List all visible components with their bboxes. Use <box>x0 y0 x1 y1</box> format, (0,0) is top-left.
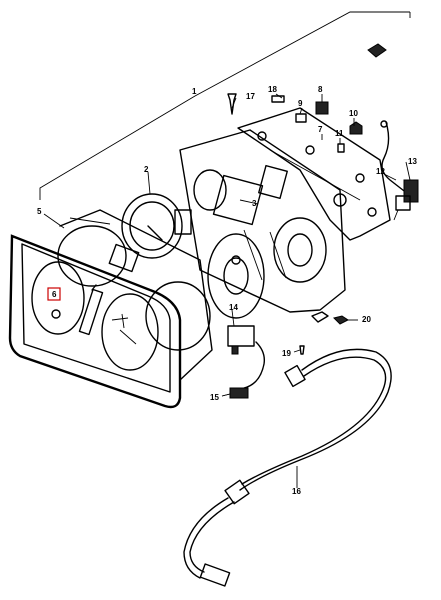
callout-9: 9 <box>298 99 303 108</box>
callout-20: 20 <box>362 315 371 324</box>
callout-16: 16 <box>292 487 301 496</box>
screw-17 <box>227 93 237 115</box>
callout-6: 6 <box>52 290 57 299</box>
callout-7: 7 <box>318 125 323 134</box>
assembly-bracket-1 <box>39 11 411 200</box>
clip-18 <box>271 95 285 103</box>
callout-5: 5 <box>37 207 42 216</box>
clip-20 <box>311 311 349 325</box>
callout-10: 10 <box>349 109 358 118</box>
connector-15 <box>221 387 249 399</box>
callout-12: 12 <box>376 167 385 176</box>
callout-14: 14 <box>229 303 238 312</box>
speedometer-cable-16 <box>183 348 392 587</box>
callout-13: 13 <box>408 157 417 166</box>
gauge-housing <box>57 209 213 381</box>
front-bezel-5 <box>8 234 182 409</box>
back-case-7 <box>237 107 391 241</box>
callout-11: 11 <box>335 129 344 138</box>
bulb-11 <box>337 143 345 153</box>
dial-plate-2 <box>121 193 192 259</box>
callout-1: 1 <box>192 87 197 96</box>
bulb-socket-8 <box>315 101 329 115</box>
callout-leaders <box>43 93 411 488</box>
connector-part-top-right <box>367 43 387 58</box>
bulb-9 <box>295 113 307 123</box>
circuit-board-14 <box>207 233 266 389</box>
callout-17: 17 <box>246 92 255 101</box>
callout-labels: 1 2 3 5 6 7 8 9 10 11 12 13 14 15 16 17 … <box>37 85 417 496</box>
socket-10 <box>349 121 363 135</box>
callout-2: 2 <box>144 165 149 174</box>
wiring-harness-12-13 <box>380 120 419 221</box>
screw-19 <box>299 345 305 355</box>
meter-frame-3 <box>179 129 346 313</box>
callout-15: 15 <box>210 393 219 402</box>
callout-8: 8 <box>318 85 323 94</box>
callout-18: 18 <box>268 85 277 94</box>
callout-6-highlight <box>47 287 61 301</box>
callout-19: 19 <box>282 349 291 358</box>
callout-3: 3 <box>252 199 257 208</box>
